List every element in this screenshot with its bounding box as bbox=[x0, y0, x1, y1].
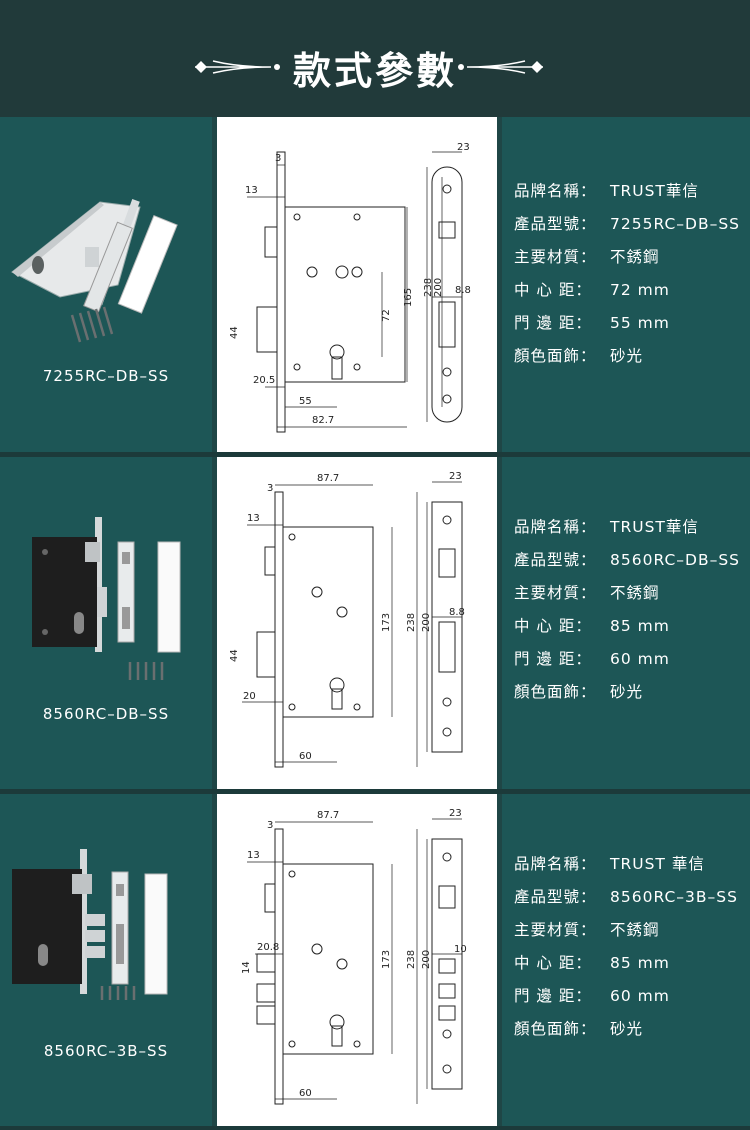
spec-center-distance: 中 心 距：85 mm bbox=[514, 954, 670, 972]
dim-label: 8.8 bbox=[455, 285, 471, 296]
product-caption: 8560RC–DB–SS bbox=[42, 705, 170, 723]
dim-label: 3 bbox=[267, 483, 273, 494]
spec-center-distance: 中 心 距：85 mm bbox=[514, 617, 670, 635]
dim-label: 23 bbox=[449, 471, 462, 482]
product-row-3: 8560RC–3B–SS bbox=[0, 794, 750, 1126]
spec-backset: 門 邊 距：60 mm bbox=[514, 987, 670, 1005]
spec-model: 產品型號：8560RC–DB–SS bbox=[514, 551, 741, 569]
dim-label: 3 bbox=[275, 153, 281, 164]
dim-label: 44 bbox=[229, 326, 240, 339]
lock-photo-image bbox=[32, 517, 181, 680]
lock-technical-drawing: 3 13 44 20.5 55 82.7 72 165 238 200 8.8 … bbox=[229, 142, 471, 433]
spec-model: 產品型號：8560RC–3B–SS bbox=[514, 888, 738, 906]
dim-label: 87.7 bbox=[317, 810, 339, 821]
spec-finish: 顏色面飾：砂光 bbox=[514, 683, 644, 701]
dim-label: 72 bbox=[381, 309, 392, 322]
dim-label: 173 bbox=[381, 613, 392, 632]
spec-material: 主要材質：不銹鋼 bbox=[514, 584, 660, 602]
dim-label: 20.8 bbox=[257, 942, 279, 953]
spec-center-distance: 中 心 距：72 mm bbox=[514, 281, 670, 299]
product-photo-cell: 7255RC–DB–SS bbox=[0, 117, 212, 452]
spec-model: 產品型號：7255RC–DB–SS bbox=[514, 215, 741, 233]
dim-label: 82.7 bbox=[312, 415, 334, 426]
dim-label: 60 bbox=[299, 751, 312, 762]
spec-cell: 品牌名稱：TRUST華信 產品型號：7255RC–DB–SS 主要材質：不銹鋼 … bbox=[502, 117, 750, 452]
dim-label: 200 bbox=[421, 950, 432, 969]
dim-label: 60 bbox=[299, 1088, 312, 1099]
dim-label: 238 bbox=[423, 278, 434, 297]
dim-label: 87.7 bbox=[317, 473, 339, 484]
dim-label: 20 bbox=[243, 691, 256, 702]
dim-label: 238 bbox=[406, 613, 417, 632]
dim-label: 55 bbox=[299, 396, 312, 407]
spec-material: 主要材質：不銹鋼 bbox=[514, 921, 660, 939]
dim-label: 23 bbox=[449, 808, 462, 819]
spec-brand: 品牌名稱：TRUST 華信 bbox=[514, 855, 705, 873]
ornament-left-icon bbox=[195, 60, 280, 74]
dim-label: 13 bbox=[247, 850, 260, 861]
spec-cell: 品牌名稱：TRUST 華信 產品型號：8560RC–3B–SS 主要材質：不銹鋼… bbox=[502, 794, 750, 1126]
dim-label: 238 bbox=[406, 950, 417, 969]
dim-label: 14 bbox=[241, 961, 252, 974]
spec-backset: 門 邊 距：55 mm bbox=[514, 314, 670, 332]
lock-photo-image bbox=[11, 198, 178, 343]
product-row-2: 8560RC–DB–SS bbox=[0, 457, 750, 789]
spec-finish: 顏色面飾：砂光 bbox=[514, 347, 644, 365]
dim-label: 44 bbox=[229, 649, 240, 662]
product-caption: 7255RC–DB–SS bbox=[42, 367, 170, 385]
dim-label: 200 bbox=[421, 613, 432, 632]
lock-photo-image bbox=[12, 849, 168, 1000]
lock-technical-drawing: 87.7 3 13 44 20 60 173 238 200 8.8 23 bbox=[229, 471, 465, 768]
lock-technical-drawing: 87.7 3 13 20.8 14 60 173 238 200 10 23 bbox=[241, 808, 467, 1105]
page-title: 款式參數 bbox=[292, 49, 457, 93]
product-row-1: 7255RC–DB–SS bbox=[0, 117, 750, 452]
dim-label: 13 bbox=[245, 185, 258, 196]
dim-label: 20.5 bbox=[253, 375, 275, 386]
ornament-right-icon bbox=[458, 60, 543, 74]
technical-drawing-cell: 87.7 3 13 20.8 14 60 173 238 200 10 23 bbox=[217, 794, 497, 1126]
dim-label: 23 bbox=[457, 142, 470, 153]
spec-cell: 品牌名稱：TRUST華信 產品型號：8560RC–DB–SS 主要材質：不銹鋼 … bbox=[502, 457, 750, 789]
dim-label: 200 bbox=[433, 278, 444, 297]
technical-drawing-cell: 87.7 3 13 44 20 60 173 238 200 8.8 23 bbox=[217, 457, 497, 789]
dim-label: 13 bbox=[247, 513, 260, 524]
dim-label: 3 bbox=[267, 820, 273, 831]
dim-label: 8.8 bbox=[449, 607, 465, 618]
dim-label: 165 bbox=[403, 288, 414, 307]
product-caption: 8560RC–3B–SS bbox=[43, 1042, 169, 1060]
spec-material: 主要材質：不銹鋼 bbox=[514, 248, 660, 266]
spec-brand: 品牌名稱：TRUST華信 bbox=[514, 182, 699, 200]
dim-label: 173 bbox=[381, 950, 392, 969]
product-photo-cell: 8560RC–3B–SS bbox=[0, 794, 212, 1126]
spec-brand: 品牌名稱：TRUST華信 bbox=[514, 518, 699, 536]
product-photo-cell: 8560RC–DB–SS bbox=[0, 457, 212, 789]
spec-finish: 顏色面飾：砂光 bbox=[514, 1020, 644, 1038]
dim-label: 10 bbox=[454, 944, 467, 955]
technical-drawing-cell: 3 13 44 20.5 55 82.7 72 165 238 200 8.8 … bbox=[217, 117, 497, 452]
spec-backset: 門 邊 距：60 mm bbox=[514, 650, 670, 668]
header-banner: 款式參數 bbox=[0, 0, 750, 117]
